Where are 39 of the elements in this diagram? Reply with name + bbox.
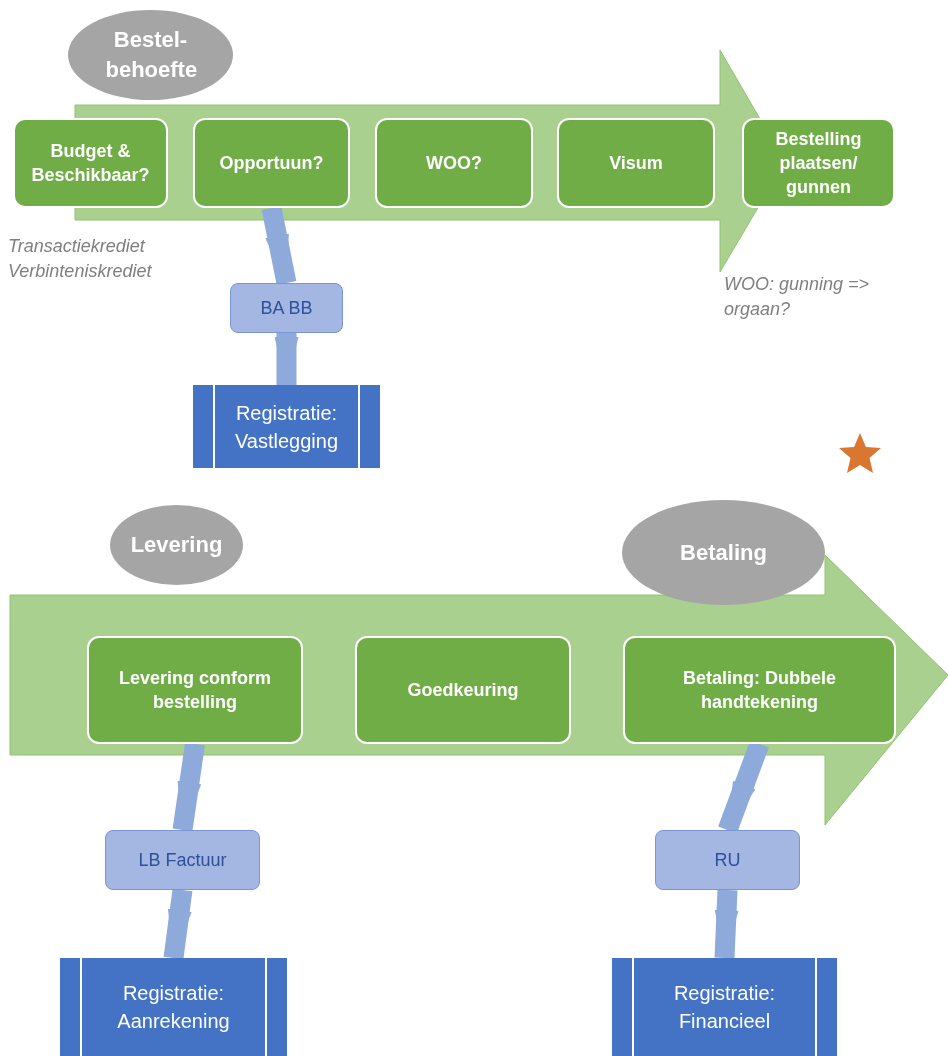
step-box — [557, 118, 715, 208]
node-text: Registratie: Financieel — [672, 981, 777, 1034]
note-text: Transactiekrediet — [8, 235, 147, 258]
note-text: WOO: gunning => orgaan? — [724, 273, 871, 321]
node-text: LB Factuur — [138, 849, 227, 872]
block-arrow — [714, 889, 739, 959]
step-box — [87, 636, 303, 744]
registration-box — [612, 958, 837, 1056]
node-text: BA BB — [260, 297, 313, 320]
node-text: Visum — [609, 152, 663, 175]
node-text: Bestel- behoefte — [105, 26, 196, 84]
step-box — [375, 118, 533, 208]
document-box — [105, 830, 260, 890]
node-text: Goedkeuring — [407, 679, 519, 702]
step-box — [355, 636, 571, 744]
node-text: Opportuun? — [219, 152, 324, 175]
node-text: Levering — [130, 531, 223, 559]
step-box — [193, 118, 350, 208]
node-text: Levering conform bestelling — [118, 667, 272, 714]
node-text: Betaling: Dubbele handtekening — [682, 667, 837, 714]
node-text: Betaling — [680, 538, 767, 567]
node-text: Budget & Beschikbaar? — [30, 140, 151, 187]
step-box — [623, 636, 896, 744]
node-text: Registratie: Aanrekening — [116, 981, 231, 1034]
note-text: Verbinteniskrediet — [8, 260, 153, 283]
document-box — [655, 830, 800, 890]
registration-box — [60, 958, 287, 1056]
document-box — [230, 283, 343, 333]
registration-box — [193, 385, 380, 468]
block-arrow — [261, 206, 297, 285]
node-text: Bestelling plaatsen/ gunnen — [774, 128, 863, 199]
block-arrow — [163, 888, 193, 960]
block-arrow — [274, 333, 299, 385]
block-arrow — [172, 742, 205, 832]
node-text: RU — [714, 849, 741, 872]
node-text: WOO? — [426, 152, 482, 175]
node-text: Registratie: Vastlegging — [233, 400, 339, 454]
step-box — [742, 118, 895, 208]
step-box — [13, 118, 168, 208]
